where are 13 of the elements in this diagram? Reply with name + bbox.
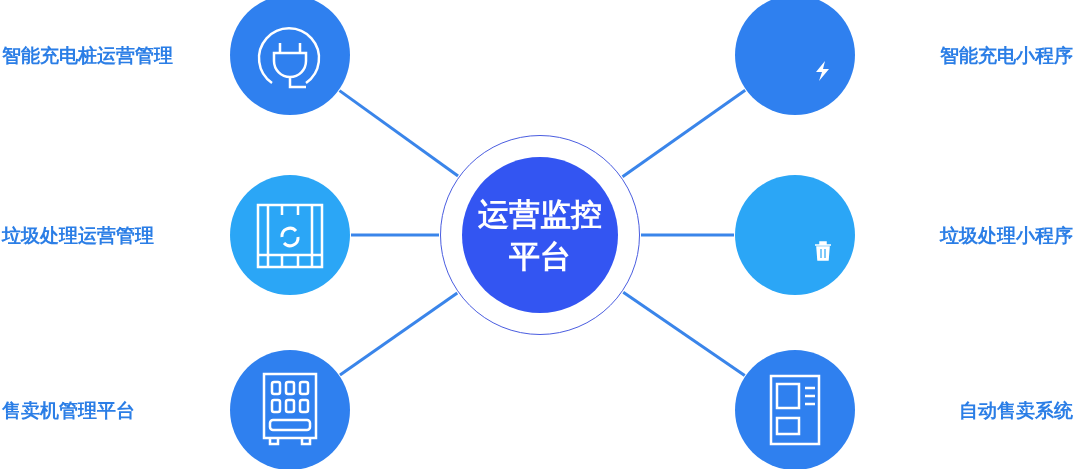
connector-line (351, 233, 439, 237)
caption-label: 自动售卖系统 (959, 399, 1073, 421)
connector-line (621, 88, 747, 178)
caption-label: 智能充电小程序 (940, 44, 1073, 66)
caption-label: 垃圾处理小程序 (940, 224, 1073, 246)
center-label: 运营监控平台 (477, 195, 603, 276)
caption-label: 智能充电桩运营管理 (2, 44, 173, 66)
caption-label: 售卖机管理平台 (2, 399, 135, 421)
connector-line (622, 290, 746, 377)
connector-line (338, 89, 459, 178)
caption-label: 垃圾处理运营管理 (2, 224, 154, 246)
connector-line (641, 233, 734, 237)
connector-line (339, 291, 459, 377)
